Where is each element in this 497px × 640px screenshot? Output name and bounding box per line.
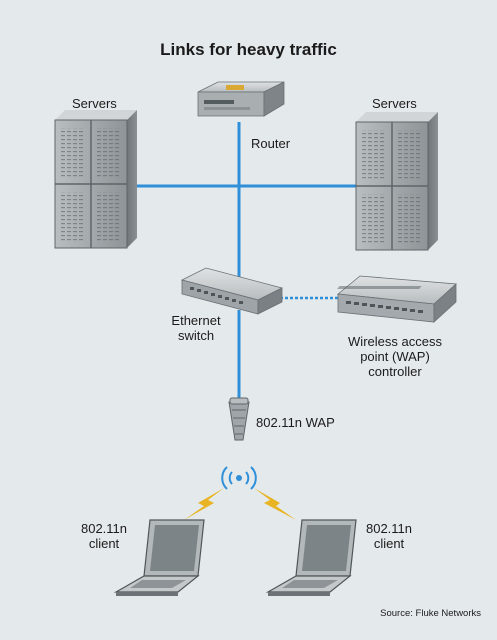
router-icon [197, 81, 285, 117]
antenna-icon [228, 397, 250, 441]
server-rack-icon [54, 110, 137, 249]
client-right-label: 802.11n client [361, 521, 417, 551]
wap-controller-label-line2: point (WAP) [360, 349, 430, 364]
servers-right-label: Servers [372, 96, 417, 111]
switch-label-line2: switch [177, 328, 215, 343]
client-right-label-line2: client [373, 536, 405, 551]
wap-label: 802.11n WAP [256, 415, 335, 430]
server-rack-icon [355, 112, 438, 251]
switch-label-line1: Ethernet [171, 313, 221, 328]
wireless-signal-icon [221, 466, 257, 490]
ethernet-switch-icon [180, 267, 284, 315]
switch-label: Ethernet switch [166, 313, 226, 343]
wap-controller-label-line1: Wireless access [348, 334, 442, 349]
client-right-label-line1: 802.11n [365, 521, 413, 536]
laptop-icon [265, 519, 357, 596]
source-credit: Source: Fluke Networks [380, 608, 481, 619]
client-left-label: 802.11n client [76, 521, 132, 551]
client-left-label-line2: client [88, 536, 120, 551]
wap-controller-label-line3: controller [368, 364, 422, 379]
network-links [134, 122, 356, 400]
lightning-bolt-icon [254, 488, 296, 520]
diagram-title: Links for heavy traffic [160, 40, 337, 59]
laptop-icon [113, 519, 205, 596]
servers-left-label: Servers [72, 96, 117, 111]
wap-controller-label: Wireless access point (WAP) controller [340, 334, 450, 379]
router-label: Router [251, 136, 291, 151]
wap-controller-icon [337, 275, 457, 323]
client-left-label-line1: 802.11n [80, 521, 128, 536]
lightning-bolt-icon [184, 488, 224, 520]
